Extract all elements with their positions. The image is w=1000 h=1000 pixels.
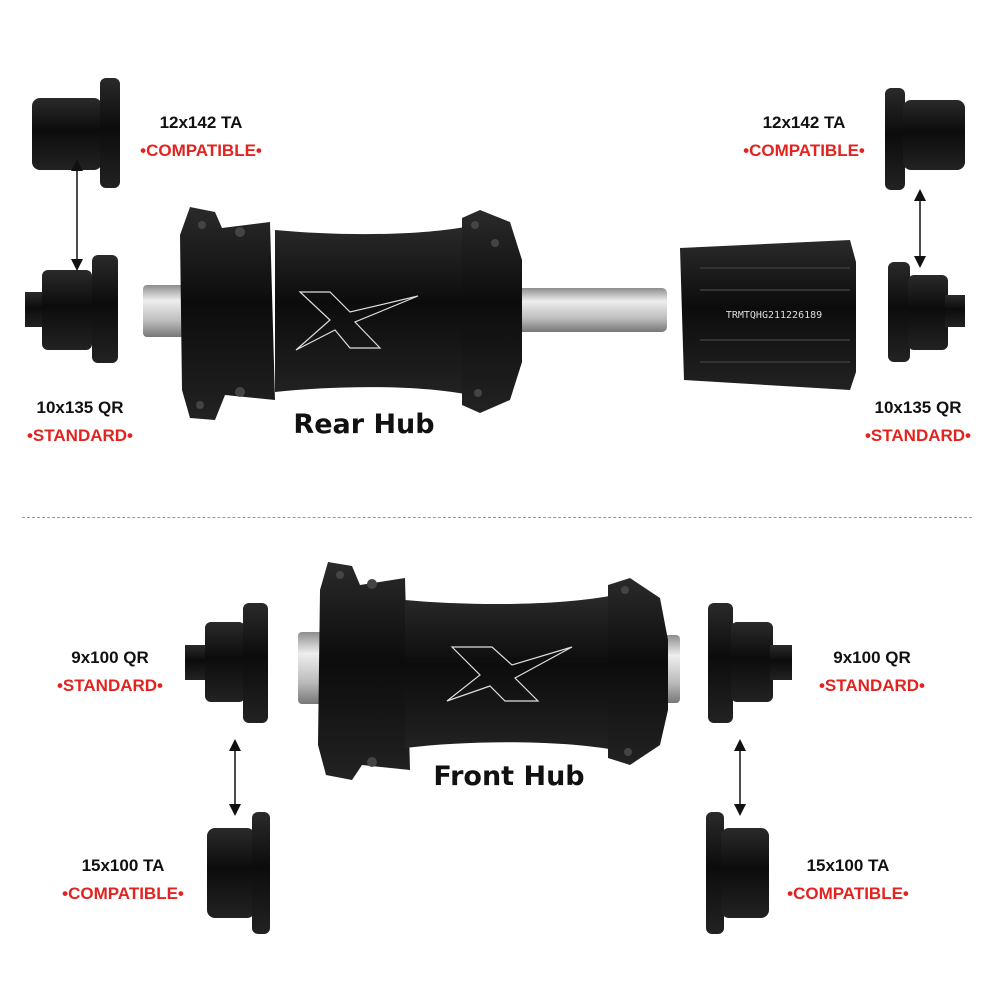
rear-left-flange bbox=[180, 207, 275, 420]
front-endcap-9x100-right bbox=[708, 603, 792, 723]
front-top-left-label: 9x100 QR •STANDARD• bbox=[57, 648, 163, 696]
size: 10x135 QR bbox=[36, 398, 124, 417]
rear-logo-x bbox=[295, 291, 419, 351]
rear-endcap-10x135-right bbox=[888, 262, 965, 362]
tag: •COMPATIBLE• bbox=[743, 141, 865, 160]
tag: •COMPATIBLE• bbox=[62, 884, 184, 903]
size: 10x135 QR bbox=[874, 398, 962, 417]
size: 12x142 TA bbox=[159, 113, 243, 132]
rear-axle-left bbox=[143, 285, 188, 337]
freehub-serial: TRMTQHG211226189 bbox=[726, 310, 822, 321]
front-right-flange bbox=[608, 578, 668, 765]
section-divider bbox=[22, 517, 972, 518]
front-hub bbox=[298, 562, 680, 780]
rear-top-right-label: 12x142 TA •COMPATIBLE• bbox=[743, 113, 865, 161]
rear-top-left-label: 12x142 TA •COMPATIBLE• bbox=[140, 113, 262, 161]
front-logo-x bbox=[446, 646, 573, 702]
tag: •STANDARD• bbox=[864, 426, 972, 445]
front-endcap-15x100-right bbox=[706, 812, 769, 934]
rear-hub-body bbox=[275, 226, 470, 395]
front-bottom-left-label: 15x100 TA •COMPATIBLE• bbox=[62, 856, 184, 904]
size: 15x100 TA bbox=[81, 856, 165, 875]
size: 9x100 QR bbox=[71, 648, 149, 667]
freehub-body bbox=[680, 240, 856, 390]
rear-axle-right bbox=[515, 288, 667, 332]
rear-bottom-right-label: 10x135 QR •STANDARD• bbox=[865, 398, 971, 446]
rear-endcap-10x135-left bbox=[25, 255, 118, 363]
tag: •STANDARD• bbox=[26, 426, 134, 445]
rear-hub-title: Rear Hub bbox=[293, 409, 435, 440]
front-left-flange bbox=[318, 562, 410, 780]
size: 9x100 QR bbox=[833, 648, 911, 667]
tag: •STANDARD• bbox=[818, 676, 926, 695]
size: 12x142 TA bbox=[762, 113, 846, 132]
front-top-right-label: 9x100 QR •STANDARD• bbox=[819, 648, 925, 696]
tag: •STANDARD• bbox=[56, 676, 164, 695]
tag: •COMPATIBLE• bbox=[140, 141, 262, 160]
front-bottom-right-label: 15x100 TA •COMPATIBLE• bbox=[787, 856, 909, 904]
front-endcap-9x100-left bbox=[185, 603, 268, 723]
tag: •COMPATIBLE• bbox=[787, 884, 909, 903]
front-axle-left bbox=[298, 632, 323, 704]
rear-endcap-12x142-left bbox=[32, 78, 120, 188]
front-endcap-15x100-left bbox=[207, 812, 270, 934]
rear-endcap-12x142-right bbox=[885, 88, 965, 190]
rear-hub: TRMTQHG211226189 bbox=[143, 207, 856, 420]
front-hub-body bbox=[405, 595, 615, 750]
rear-right-flange bbox=[462, 210, 522, 413]
front-hub-title: Front Hub bbox=[433, 761, 585, 792]
rear-bottom-left-label: 10x135 QR •STANDARD• bbox=[27, 398, 133, 446]
size: 15x100 TA bbox=[806, 856, 890, 875]
